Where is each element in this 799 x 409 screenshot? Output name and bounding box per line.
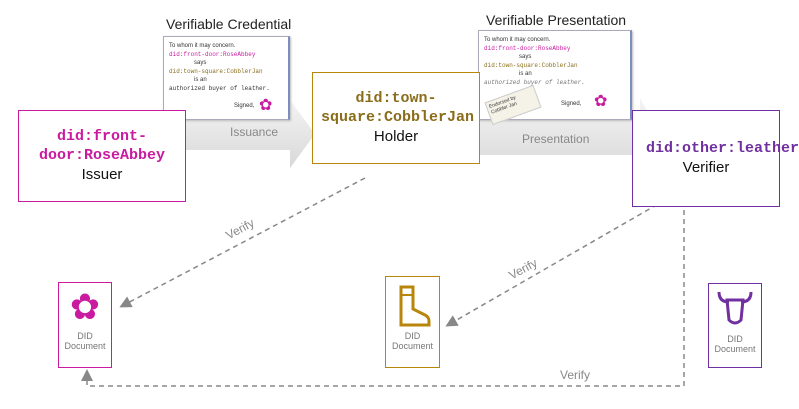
vp-signed: Signed, [561,101,582,107]
verify-arrow-verifier [445,199,666,327]
vp-holder-did: did:town-square:CobblerJan [484,62,578,69]
vc-signed: Signed, [234,103,255,109]
issuance-arrow [185,100,315,168]
bull-icon [717,291,753,325]
vp-is-an: is an [519,71,532,77]
did-document-issuer: ✿ DID Document [58,282,112,368]
presentation-label: Presentation [522,132,590,146]
verify-arrow-holder [119,177,366,308]
vc-claim: authorized buyer of leather. [169,85,270,92]
holder-box: did:town-square:CobblerJan Holder [312,72,480,164]
stamp-text: Endorsed by Cobbler Jan [488,94,518,116]
flower-icon: ✿ [259,97,273,114]
flower-icon: ✿ [69,286,101,327]
issuer-role: Issuer [81,166,123,183]
endorsement-stamp: Endorsed by Cobbler Jan [484,84,542,126]
holder-did: did:town-square:CobblerJan [321,90,475,126]
issuer-box: did:front-door:RoseAbbey Issuer [18,110,186,202]
verifiable-credential: To whom it may concern. did:front-door:R… [163,36,290,120]
presentation-arrow [478,98,662,175]
verifier-did: did:other:leathershop [646,140,799,157]
verify-label-3: Verify [560,368,591,382]
holder-role: Holder [373,128,419,145]
did-document-label: DID Document [714,334,756,354]
did-document-label: DID Document [391,331,434,351]
vc-holder-did: did:town-square:CobblerJan [169,68,263,75]
did-document-label: DID Document [64,331,106,351]
vp-says: says [519,54,532,60]
vc-is-an: is an [194,77,207,83]
did-document-verifier: DID Document [708,283,762,368]
vp-issuer-did: did:front-door:RoseAbbey [484,45,571,52]
verifier-role: Verifier [682,159,730,176]
vc-title: Verifiable Credential [166,16,292,32]
vc-greeting: To whom it may concern. [169,43,236,49]
vp-title: Verifiable Presentation [486,12,627,28]
flower-icon: ✿ [594,93,608,110]
did-document-holder: DID Document [385,276,440,368]
verifiable-presentation: To whom it may concern. did:front-door:R… [478,30,632,126]
vc-issuer-did: did:front-door:RoseAbbey [169,51,256,58]
vp-greeting: To whom it may concern. [484,37,551,43]
vc-says: says [194,60,207,66]
vp-claim: authorized buyer of leather. [484,79,585,86]
verifier-box: did:other:leathershop Verifier [632,110,799,207]
issuer-did: did:front-door:RoseAbbey [38,128,166,164]
issuance-label: Issuance [230,125,279,139]
boot-icon [399,285,430,327]
